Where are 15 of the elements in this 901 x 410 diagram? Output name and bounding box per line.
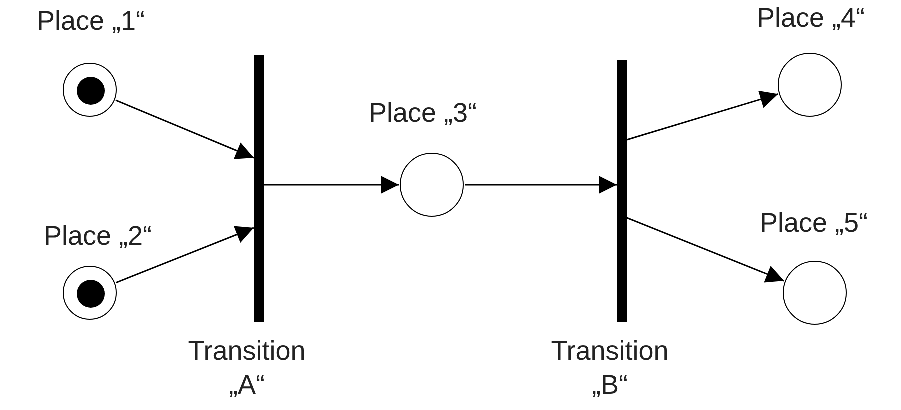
transition-label: Transition „B“ bbox=[550, 335, 670, 402]
token-dot bbox=[77, 77, 105, 105]
arrow bbox=[116, 100, 254, 160]
arrow bbox=[626, 90, 779, 141]
transition-label: Transition „A“ bbox=[187, 335, 307, 402]
place-label: Place „4“ bbox=[757, 2, 866, 35]
arrow bbox=[264, 176, 399, 194]
place-label: Place „1“ bbox=[37, 5, 146, 38]
arrow bbox=[465, 176, 617, 194]
arrow bbox=[626, 217, 785, 283]
place-label: Place „3“ bbox=[369, 97, 478, 130]
token-dot bbox=[77, 280, 105, 308]
place-label: Place „2“ bbox=[44, 220, 152, 253]
arrow bbox=[116, 226, 254, 284]
place-label: Place „5“ bbox=[760, 207, 868, 240]
